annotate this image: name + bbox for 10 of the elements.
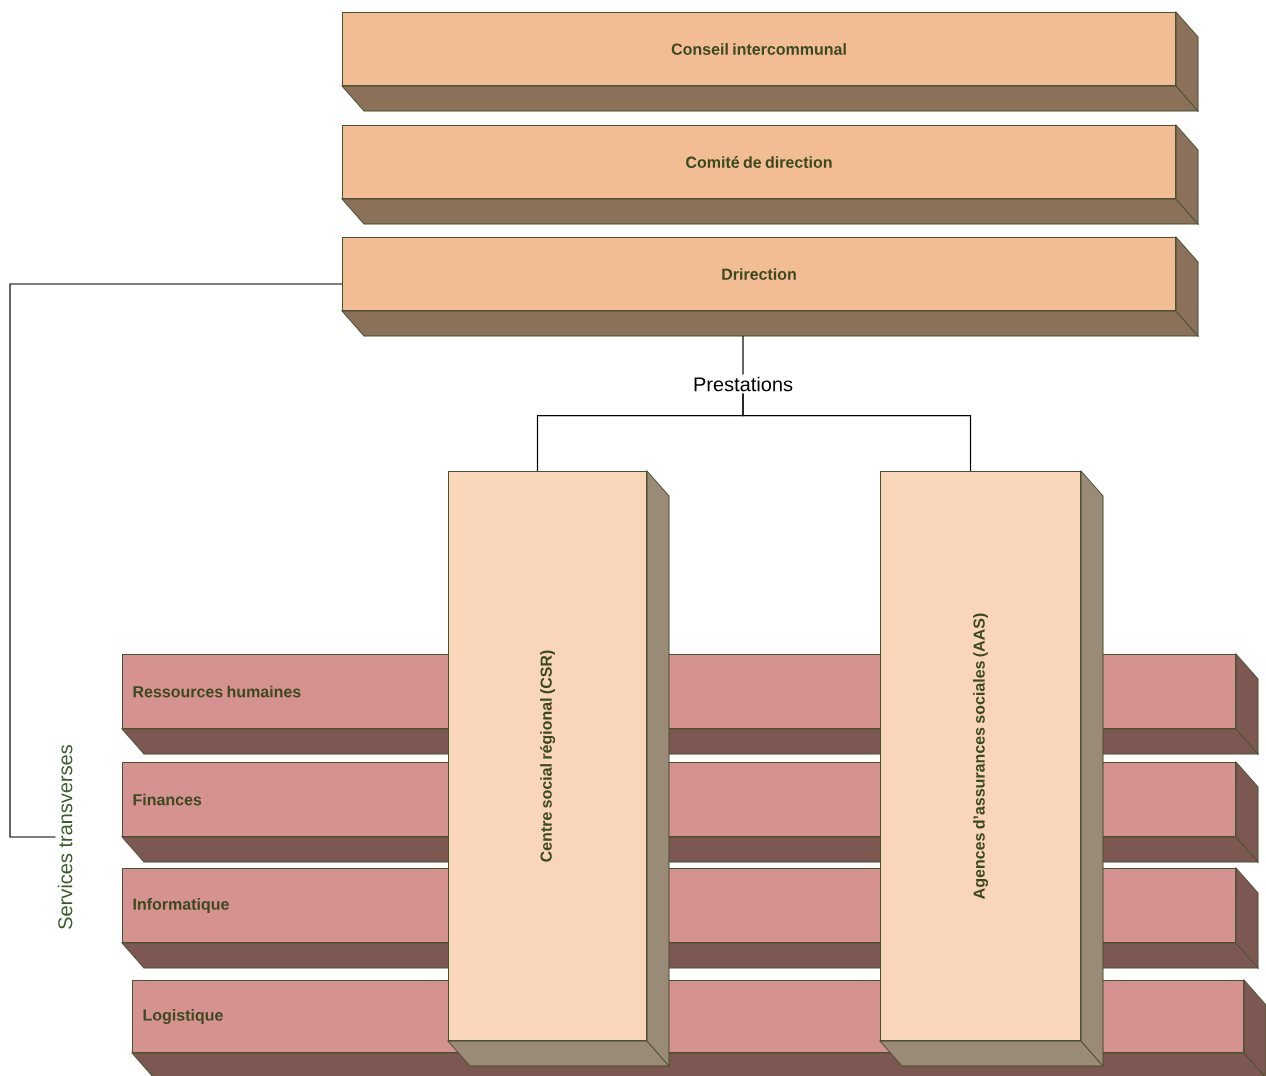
connector-line — [742, 335, 744, 376]
group-label: Prestations — [694, 376, 793, 392]
management-box: Conseil intercommunal — [341, 11, 1199, 112]
department-column: Agences d’assurances sociales (AAS) — [879, 470, 1104, 1067]
department-column: Centre social régional (CSR) — [447, 470, 670, 1067]
connector-line — [742, 392, 972, 472]
management-box: Comité de direction — [341, 124, 1199, 225]
connector-line — [9, 283, 343, 838]
group-label: Services transverses — [57, 744, 73, 929]
management-box: Drirection — [341, 236, 1199, 337]
